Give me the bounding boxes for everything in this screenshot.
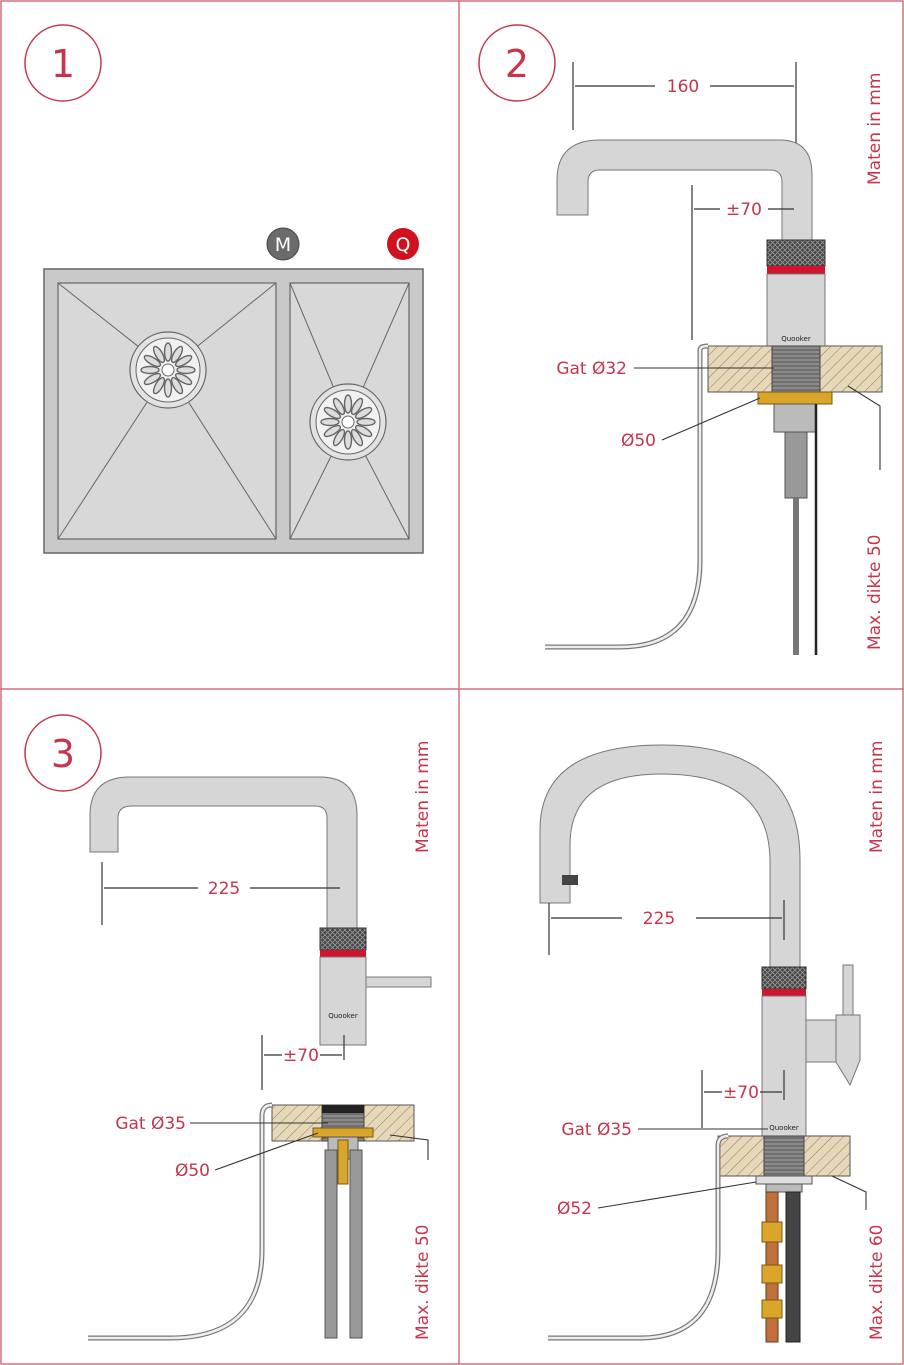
hole-label: Gat Ø32 xyxy=(556,359,627,379)
hole-label: Gat Ø35 xyxy=(561,1120,632,1140)
brass-fitting xyxy=(761,1264,783,1284)
tap-spout xyxy=(539,744,801,968)
thickness-label: Max. dikte 60 xyxy=(867,1225,887,1340)
dimension-70: ±70 xyxy=(701,1070,785,1128)
shank-lower xyxy=(773,403,817,433)
mounting-plate xyxy=(312,1127,374,1138)
red-indicator xyxy=(767,266,825,274)
svg-text:3: 3 xyxy=(51,732,75,776)
mounting-plate xyxy=(755,1175,813,1185)
unit-label: Maten in mm xyxy=(867,741,887,853)
brand-text: Quooker xyxy=(328,1012,358,1020)
svg-text:2: 2 xyxy=(505,42,529,86)
hole-label: Gat Ø35 xyxy=(115,1114,186,1134)
tap-body xyxy=(761,995,807,1137)
tap-spout xyxy=(89,776,358,929)
washer-label: Ø50 xyxy=(621,431,656,451)
badge-m: M xyxy=(266,227,300,261)
cabinet-outline xyxy=(545,343,709,650)
dimension-225: 225 xyxy=(101,862,340,925)
unit-label: Maten in mm xyxy=(865,73,885,185)
panel-4: 225 Quooker ±70 Gat Ø35 Ø52 M xyxy=(539,741,887,1343)
brand-text: Quooker xyxy=(781,335,811,343)
connector xyxy=(784,431,808,499)
hose xyxy=(324,1149,338,1339)
cabinet-outline xyxy=(548,1133,729,1341)
brass-fitting xyxy=(337,1139,349,1185)
cabinet-outline xyxy=(88,1102,273,1341)
badge-q: Q xyxy=(387,228,419,260)
mounting-plate xyxy=(757,391,833,405)
brass-fitting xyxy=(761,1299,783,1319)
handle-bracket xyxy=(835,1014,861,1087)
svg-text:160: 160 xyxy=(667,77,699,97)
tap-spout xyxy=(556,139,813,241)
washer-label: Ø52 xyxy=(557,1199,592,1219)
sink-illustration xyxy=(43,268,424,554)
knurled-ring xyxy=(766,239,826,267)
washer-label: Ø50 xyxy=(175,1161,210,1181)
panel-2: 2 160 ±70 Quooker xyxy=(478,24,885,655)
svg-text:±70: ±70 xyxy=(283,1046,319,1066)
panel-3: 3 225 Quooker ±70 xyxy=(24,714,433,1341)
drain-icon xyxy=(309,383,387,461)
knurled-ring xyxy=(319,927,367,951)
shank-top xyxy=(322,1105,364,1113)
shank-lower xyxy=(765,1183,803,1193)
unit-label: Maten in mm xyxy=(413,741,433,853)
red-indicator xyxy=(762,989,806,996)
dimension-225: 225 xyxy=(548,900,785,955)
svg-text:Q: Q xyxy=(396,234,411,256)
dimension-70: ±70 xyxy=(691,185,794,340)
red-indicator xyxy=(320,950,366,957)
svg-text:M: M xyxy=(275,234,291,256)
tap-body xyxy=(766,273,826,347)
svg-text:225: 225 xyxy=(643,909,675,929)
tap-handle[interactable] xyxy=(365,976,432,988)
thickness-label: Max. dikte 50 xyxy=(865,535,885,650)
hose xyxy=(785,1191,801,1343)
hose xyxy=(349,1149,363,1339)
tap-handle[interactable] xyxy=(842,964,854,1016)
step-number-1: 1 xyxy=(24,24,102,102)
svg-text:225: 225 xyxy=(208,879,240,899)
svg-text:1: 1 xyxy=(51,42,75,86)
knurled-ring xyxy=(761,966,807,990)
step-number-2: 2 xyxy=(478,24,556,102)
thickness-label: Max. dikte 50 xyxy=(413,1225,433,1340)
threaded-shank xyxy=(771,345,821,393)
svg-text:±70: ±70 xyxy=(726,200,762,220)
brass-fitting xyxy=(761,1221,783,1243)
step-number-3: 3 xyxy=(24,714,102,792)
tap-handle-base xyxy=(805,1019,837,1063)
drain-icon xyxy=(129,331,207,409)
tap-body xyxy=(319,956,367,1046)
svg-text:±70: ±70 xyxy=(723,1083,759,1103)
dimension-70: ±70 xyxy=(261,1035,345,1090)
panel-1: 1 xyxy=(24,24,424,554)
threaded-shank xyxy=(763,1135,805,1177)
brand-text: Quooker xyxy=(769,1124,799,1132)
